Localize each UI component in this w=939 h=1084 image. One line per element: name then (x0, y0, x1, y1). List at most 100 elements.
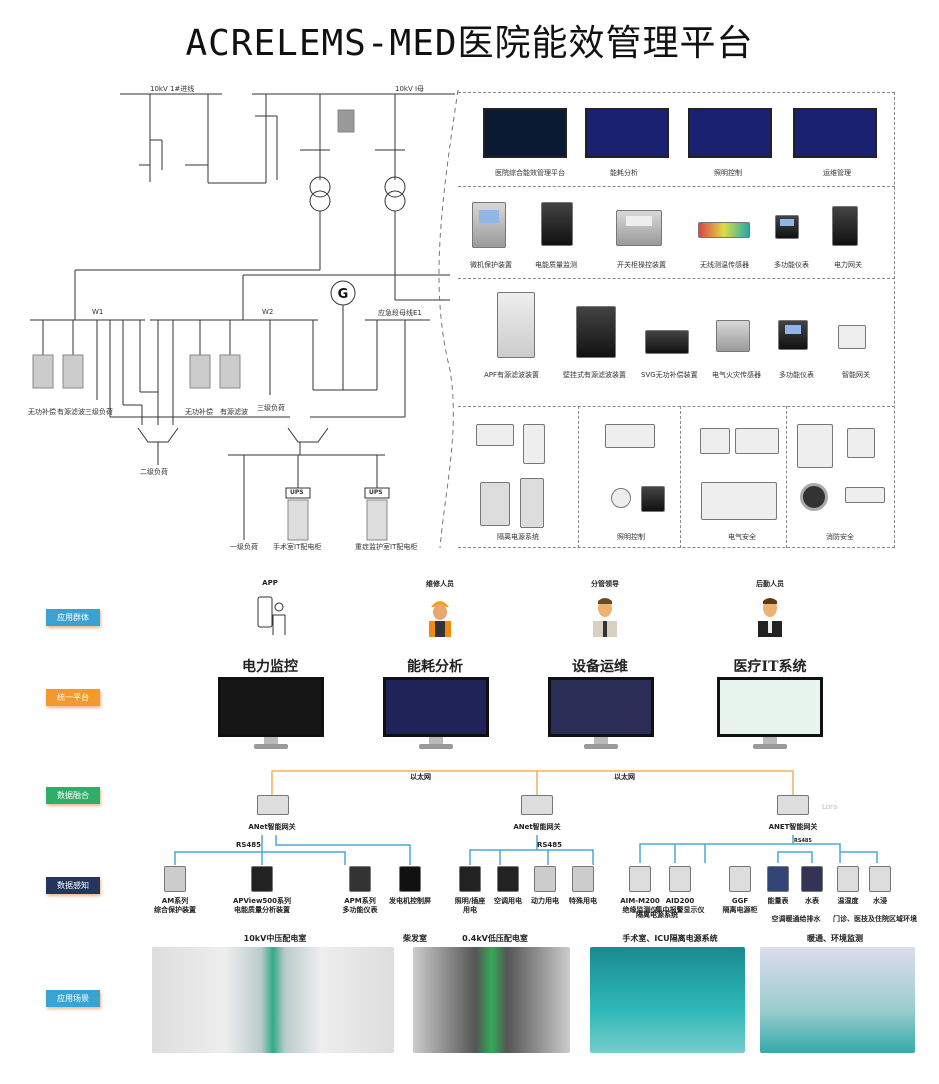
software-label: 运维管理 (823, 169, 851, 177)
software-label: 能耗分析 (610, 169, 638, 177)
software-screenshot (585, 108, 669, 158)
sensing-label-line1: 照明/插座 (454, 897, 486, 905)
sensing-label-line1: AIM-M200 (620, 897, 660, 905)
sensing-label-line1: APM系列 (344, 897, 376, 905)
device-image (698, 222, 750, 238)
single-line-diagram: G (30, 89, 459, 549)
ethernet-label: 以太网 (614, 773, 635, 781)
sensing-label-line2: 绝缘监测仪 (622, 906, 658, 914)
monitor-energy-analysis (383, 677, 489, 751)
load-label: 重症监护室IT配电柜 (355, 543, 418, 551)
device-label: 微机保护装置 (470, 261, 512, 269)
layer-tag-fusion: 数据融合 (46, 787, 100, 804)
gateway-label: ANet智能网关 (248, 823, 296, 831)
scene-mv-room-photo (152, 947, 394, 1053)
monitor-equipment-maintenance (548, 677, 654, 751)
logistics-staff-icon (758, 598, 782, 637)
platform-title: 电力监控 (242, 659, 298, 675)
sensing-device-label: 发电机控制屏 (375, 897, 445, 906)
device-label: 壁挂式有源滤波装置 (563, 371, 626, 379)
sensing-device-label: APView500系列电能质量分析装置 (227, 897, 297, 915)
device-image (523, 424, 545, 464)
platform-title: 能耗分析 (407, 659, 463, 675)
rs485-label: RS485 (537, 841, 563, 849)
user-label: 分管领导 (591, 580, 619, 588)
scene-title: 手术室、ICU隔离电源系统 (622, 934, 718, 943)
device-image (775, 215, 799, 239)
sensing-device (767, 866, 789, 892)
scene-title: 柴发室 (403, 934, 427, 943)
mobile-app-icon (257, 596, 286, 635)
scene-hospital-hall-photo (760, 947, 915, 1053)
load-label: 三级负荷 (85, 408, 113, 416)
sensing-device-label: 照明/插座用电 (435, 897, 505, 915)
sensing-device (801, 866, 823, 892)
user-label: APP (262, 579, 278, 587)
software-screenshot (483, 108, 567, 158)
device-label: 电力网关 (834, 261, 862, 269)
sensing-device (399, 866, 421, 892)
scene-title: 10kV中压配电室 (243, 934, 307, 943)
device-label: 无线测温传感器 (700, 261, 749, 269)
emergency-bus-label: 应急段母线E1 (378, 309, 422, 317)
system-label: 消防安全 (826, 533, 854, 541)
gateway-device (257, 795, 289, 815)
sensing-device (572, 866, 594, 892)
sensing-device (497, 866, 519, 892)
sensing-label-line1: 空调用电 (494, 897, 522, 905)
scene-operating-room-photo (590, 947, 745, 1053)
rs485-label: RS485 (794, 838, 812, 844)
device-image (611, 488, 631, 508)
load-label: 有源滤波 (220, 408, 248, 416)
sensing-device-label: 水表 (777, 897, 847, 906)
platform-title: 医疗IT系统 (733, 659, 807, 675)
scene-title: 0.4kV低压配电室 (462, 934, 528, 943)
device-image (778, 320, 808, 350)
sensing-device (251, 866, 273, 892)
device-image (838, 325, 866, 349)
ups-label: UPS (290, 489, 304, 496)
product-panel (458, 92, 895, 548)
load-label: 无功补偿 (28, 408, 56, 416)
software-screenshot (793, 108, 877, 158)
page-title: ACRELEMS-MED医院能效管理平台 (185, 23, 754, 64)
sensing-device (669, 866, 691, 892)
user-label: 后勤人员 (756, 580, 784, 588)
sensing-label-line1: 水浸 (873, 897, 887, 905)
sensing-label-line1: 能量表 (767, 897, 789, 905)
sensing-label-line1: AM系列 (161, 897, 189, 905)
device-image (472, 202, 506, 248)
sensing-group-label: 空调暖通给排水 (771, 915, 821, 923)
sensing-group-label: 隔离电源系统 (636, 911, 678, 919)
device-image (497, 292, 535, 358)
layer-tag-users: 应用群体 (46, 609, 100, 626)
monitor-medical-it (717, 677, 823, 751)
load-label: 一级负荷 (230, 543, 258, 551)
device-label: 电气火灾传感器 (712, 371, 761, 379)
exit-sign-icon (845, 487, 885, 503)
load-label: 二级负荷 (140, 468, 168, 476)
layer-tag-sensing: 数据感知 (46, 877, 100, 894)
device-label: 智能网关 (842, 371, 870, 379)
device-image (832, 206, 858, 246)
sensing-device-label: AM系列综合保护装置 (140, 897, 210, 915)
device-image (576, 306, 616, 358)
load-label: 无功补偿 (185, 408, 213, 416)
device-label: 开关柜操控装置 (617, 261, 666, 269)
sensing-label-line1: APView500系列 (232, 897, 292, 905)
device-image (645, 330, 689, 354)
sensing-device (164, 866, 186, 892)
ups-label: UPS (369, 489, 383, 496)
sensing-label-line2: 隔离电源柜 (722, 906, 758, 914)
sensing-label-line2: 用电 (463, 906, 477, 914)
sensing-device (837, 866, 859, 892)
load-label: 有源滤波 (57, 408, 85, 416)
sensing-device-label: 水浸 (845, 897, 915, 906)
software-screenshot (688, 108, 772, 158)
exit-sign-icon (800, 483, 828, 511)
ethernet-label: 以太网 (410, 773, 431, 781)
sensing-device-label: 温湿度 (813, 897, 883, 906)
sensing-device (534, 866, 556, 892)
